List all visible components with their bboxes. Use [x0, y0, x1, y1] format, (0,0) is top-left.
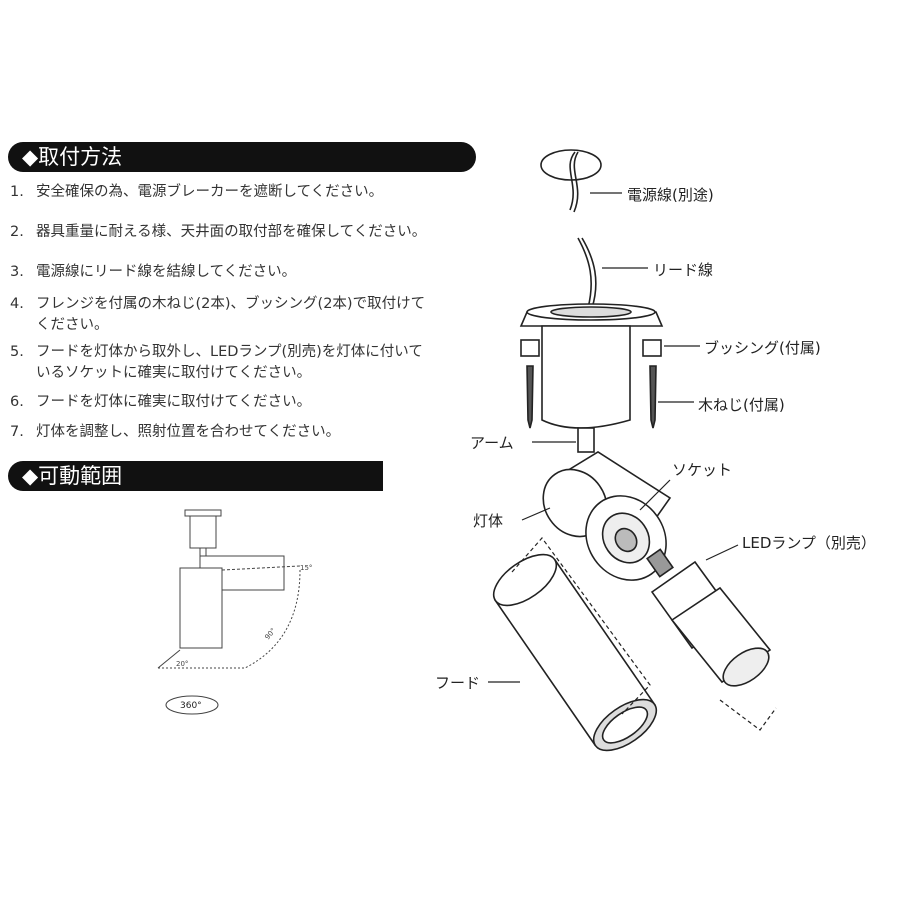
arm-housing: [542, 326, 630, 428]
angle-down-label: 90°: [263, 627, 277, 642]
label-socket: ソケット: [672, 459, 732, 480]
label-hood: フード: [435, 672, 480, 693]
label-bushing: ブッシング(付属): [704, 337, 821, 358]
bushing-left: [521, 340, 539, 356]
rotation-360-label: 360°: [180, 701, 202, 711]
label-body: 灯体: [473, 510, 503, 531]
wood-screw-left: [527, 366, 533, 428]
label-power-line: 電源線(別途): [627, 184, 714, 205]
label-arm: アーム: [470, 432, 514, 453]
section-title-range: ◆可動範囲: [8, 461, 383, 491]
bushing-right: [643, 340, 661, 356]
label-wood-screw: 木ねじ(付属): [698, 394, 785, 415]
angle-small-label: 20°: [176, 660, 188, 668]
label-lead-wire: リード線: [653, 259, 713, 280]
wood-screw-right: [650, 366, 656, 428]
range-of-motion-diagram: 15° 90° 20° 360°: [150, 500, 330, 720]
angle-top-label: 15°: [300, 564, 312, 572]
led-lamp-part: [647, 549, 775, 693]
label-led-lamp: LEDランプ（別売）: [742, 532, 876, 553]
